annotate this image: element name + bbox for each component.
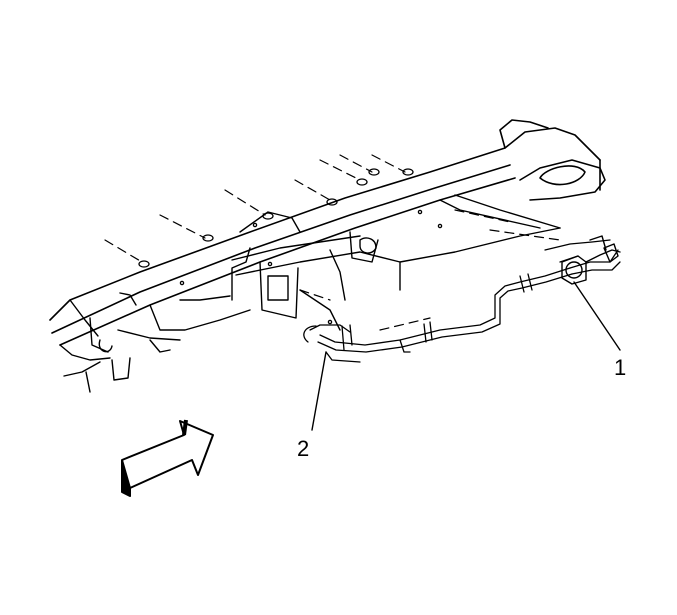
callout-leaders <box>311 281 621 431</box>
brake-pipe-assembly <box>303 239 621 363</box>
fastener-leaders <box>104 154 561 331</box>
bolt-heads <box>138 168 443 325</box>
frame-rail <box>49 119 606 346</box>
cross-member <box>59 194 561 393</box>
callout-label-1: 1 <box>614 355 627 380</box>
callout-label-2: 2 <box>297 436 310 461</box>
front-direction-arrow <box>121 419 214 497</box>
callout-2-leader <box>311 351 327 431</box>
junction-block <box>561 235 621 285</box>
callout-1-leader <box>573 281 621 351</box>
